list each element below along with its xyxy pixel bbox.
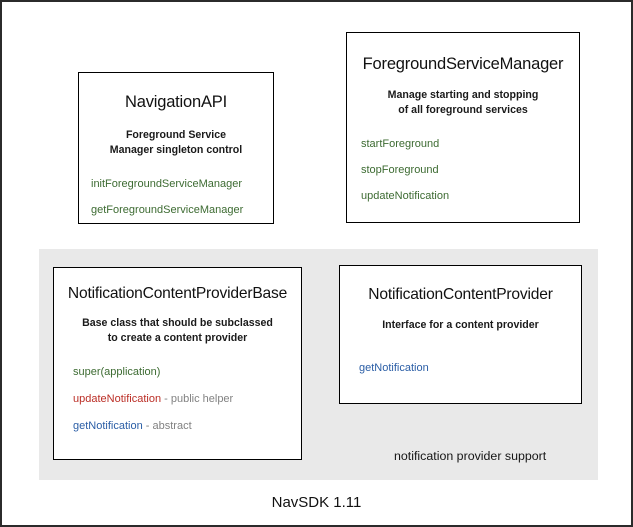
member-name: updateNotification [361, 190, 450, 203]
member-item[interactable]: initForegroundServiceManager [91, 177, 273, 191]
class-description-line: to create a content provider [107, 332, 248, 345]
member-note: - abstract [142, 420, 192, 433]
member-item[interactable]: updateNotification - public helper [73, 392, 301, 406]
member-item[interactable]: getNotification [359, 361, 581, 375]
class-box-notification-content-provider[interactable]: NotificationContentProvider Interface fo… [339, 265, 582, 404]
footer-caption: NavSDK 1.11 [271, 494, 362, 511]
class-description-navigation-api: Foreground Service Manager singleton con… [79, 128, 273, 159]
class-title-foreground-service-manager: ForegroundServiceManager [362, 55, 564, 73]
member-name: updateNotification [73, 392, 162, 405]
member-name: initForegroundServiceManager [91, 177, 243, 190]
class-description-notification-content-provider: Interface for a content provider [340, 318, 581, 333]
member-list-notification-content-provider: getNotification [340, 361, 581, 375]
class-box-foreground-service-manager[interactable]: ForegroundServiceManager Manage starting… [346, 32, 580, 223]
member-item[interactable]: updateNotification [361, 189, 579, 203]
class-description-foreground-service-manager: Manage starting and stopping of all fore… [347, 88, 579, 119]
member-item[interactable]: super(application) [73, 365, 301, 379]
member-item[interactable]: startForeground [361, 137, 579, 151]
member-name: super(application) [73, 365, 161, 378]
member-note: - public helper [161, 392, 234, 405]
member-item[interactable]: stopForeground [361, 163, 579, 177]
class-title-notification-content-provider: NotificationContentProvider [368, 286, 553, 303]
member-name: stopForeground [361, 163, 439, 176]
member-item[interactable]: getNotification - abstract [73, 419, 301, 433]
class-description-line: Manager singleton control [109, 144, 243, 157]
member-list-navigation-api: initForegroundServiceManager getForegrou… [79, 177, 273, 218]
group-panel-label: notification provider support [394, 449, 547, 463]
class-description-line: Manage starting and stopping [387, 88, 539, 101]
class-description-line: Interface for a content provider [382, 318, 539, 331]
member-name: startForeground [361, 137, 440, 150]
member-list-foreground-service-manager: startForeground stopForeground updateNot… [347, 137, 579, 204]
class-box-navigation-api[interactable]: NavigationAPI Foreground Service Manager… [78, 72, 274, 224]
class-description-notification-content-provider-base: Base class that should be subclassed to … [54, 316, 301, 347]
member-name: getNotification [359, 362, 429, 375]
class-description-line: Foreground Service [125, 128, 227, 141]
class-description-line: of all foreground services [398, 104, 528, 117]
member-list-notification-content-provider-base: super(application) updateNotification - … [54, 365, 301, 434]
class-box-notification-content-provider-base[interactable]: NotificationContentProviderBase Base cla… [53, 267, 302, 460]
member-name: getForegroundServiceManager [91, 203, 244, 216]
class-title-navigation-api: NavigationAPI [125, 93, 227, 111]
class-title-notification-content-provider-base: NotificationContentProviderBase [67, 285, 288, 302]
member-item[interactable]: getForegroundServiceManager [91, 203, 273, 217]
member-name: getNotification [73, 420, 143, 433]
class-description-line: Base class that should be subclassed [82, 316, 273, 329]
